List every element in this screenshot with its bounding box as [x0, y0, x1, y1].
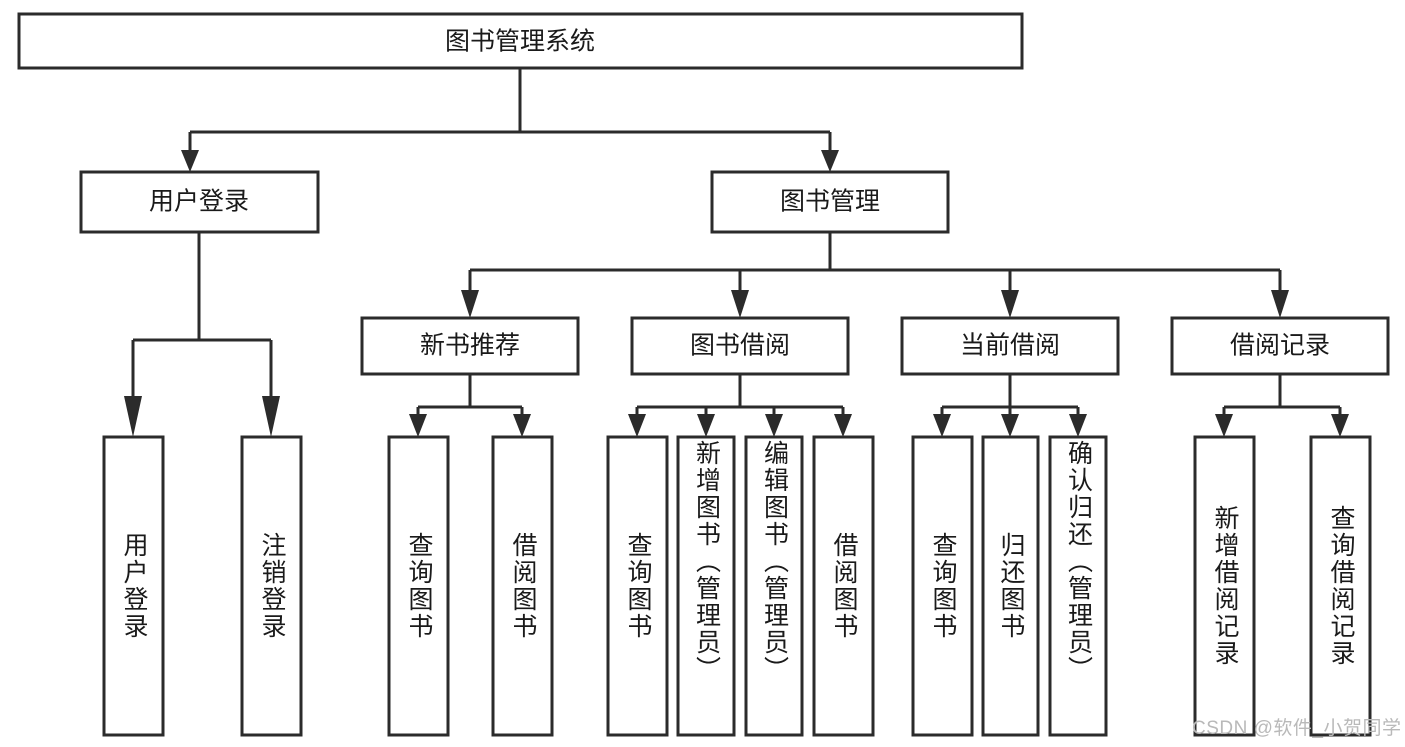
csdn-watermark: CSDN @软件_小贺同学	[1192, 718, 1402, 739]
label-user-login: 用户登录	[149, 188, 249, 216]
label-root: 图书管理系统	[445, 28, 595, 56]
arrow-leaf-borrow-book-1	[513, 414, 531, 437]
arrow-leaf-add-record	[1215, 414, 1233, 437]
node-leaf-edit-book[interactable]	[744, 435, 804, 737]
node-leaf-add-record[interactable]	[1193, 435, 1256, 737]
arrow-leaf-query-book-3	[933, 414, 951, 437]
node-leaf-borrow-book-1[interactable]	[491, 435, 554, 737]
node-new-book-rec[interactable]	[360, 316, 580, 376]
node-leaf-query-book-3[interactable]	[911, 435, 974, 737]
arrow-to-new-book-rec	[461, 290, 479, 318]
node-leaf-user-login[interactable]	[102, 435, 165, 737]
connector-layer	[124, 68, 1349, 437]
arrow-leaf-user-login	[124, 396, 142, 437]
arrow-leaf-borrow-book-2	[834, 414, 852, 437]
label-current-borrow: 当前借阅	[960, 332, 1060, 360]
label-borrow-record: 借阅记录	[1230, 332, 1330, 360]
label-new-book-rec: 新书推荐	[420, 332, 520, 360]
node-leaf-query-book-1[interactable]	[387, 435, 450, 737]
arrow-leaf-query-book-1	[409, 414, 427, 437]
label-book-borrow: 图书借阅	[690, 332, 790, 360]
arrow-leaf-logout-login	[262, 396, 280, 437]
node-book-borrow[interactable]	[630, 316, 850, 376]
node-borrow-record[interactable]	[1170, 316, 1390, 376]
node-leaf-confirm-return[interactable]	[1048, 435, 1108, 737]
label-book-manage: 图书管理	[780, 188, 880, 216]
arrow-to-borrow-record	[1271, 290, 1289, 318]
label-layer: 图书管理系统 用户登录 图书管理 新书推荐 图书借阅 当前借阅 借阅记录	[149, 28, 1330, 360]
arrow-leaf-query-record	[1331, 414, 1349, 437]
arrow-to-book-manage	[821, 150, 839, 172]
node-leaf-add-book[interactable]	[676, 435, 736, 737]
arrow-leaf-edit-book	[765, 414, 783, 437]
node-leaf-return-book[interactable]	[981, 435, 1040, 737]
node-current-borrow[interactable]	[900, 316, 1120, 376]
node-leaf-query-record[interactable]	[1309, 435, 1372, 737]
arrow-to-book-borrow	[731, 290, 749, 318]
arrow-to-user-login	[181, 150, 199, 172]
node-leaf-logout-login[interactable]	[240, 435, 303, 737]
arrow-to-current-borrow	[1001, 290, 1019, 318]
node-root[interactable]	[17, 12, 1024, 70]
arrow-leaf-query-book-2	[628, 414, 646, 437]
node-user-login[interactable]	[79, 170, 320, 234]
arrow-leaf-add-book	[697, 414, 715, 437]
arrow-leaf-confirm-return	[1069, 414, 1087, 437]
node-leaf-borrow-book-2[interactable]	[812, 435, 875, 737]
node-leaf-query-book-2[interactable]	[606, 435, 669, 737]
node-layer	[17, 12, 1390, 737]
node-book-manage[interactable]	[710, 170, 950, 234]
arrow-leaf-return-book	[1001, 414, 1019, 437]
